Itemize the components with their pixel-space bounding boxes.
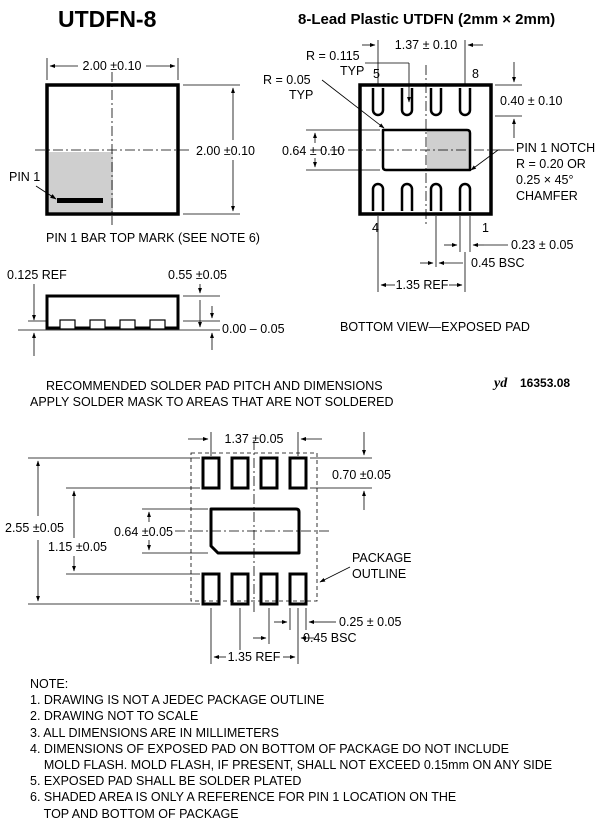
note-item: 4. DIMENSIONS OF EXPOSED PAD ON BOTTOM O… — [30, 741, 510, 756]
solder-heading-1: RECOMMENDED SOLDER PAD PITCH AND DIMENSI… — [46, 379, 383, 393]
bottom-notch-label-1: PIN 1 NOTCH — [516, 141, 595, 155]
bottom-ref-dim: 1.35 REF — [396, 278, 449, 292]
drawing-id-prefix: yd — [492, 376, 508, 391]
bottom-r-corner-2-typ: TYP — [289, 88, 313, 102]
bottom-bsc-dim: 0.45 BSC — [471, 256, 525, 270]
bottom-lead-width-dim: 0.23 ± 0.05 — [511, 238, 574, 252]
solder-outline-label-1: PACKAGE — [352, 551, 412, 565]
solder-bsc-dim: 0.45 BSC — [303, 631, 357, 645]
solder-exposed-pad — [209, 507, 301, 555]
bottom-r-corner-1: R = 0.115 — [306, 49, 360, 63]
bottom-pin5-label: 5 — [373, 67, 380, 81]
note-item: MOLD FLASH. MOLD FLASH, IF PRESENT, SHAL… — [30, 758, 553, 773]
solder-pad-width-dim: 0.25 ± 0.05 — [339, 615, 402, 629]
note-item: 5. EXPOSED PAD SHALL BE SOLDER PLATED — [30, 774, 302, 789]
solder-outline-label-2: OUTLINE — [352, 567, 406, 581]
solder-pitch-span-dim: 1.37 ±0.05 — [225, 432, 284, 446]
bottom-r-corner-1-typ: TYP — [340, 64, 364, 78]
solder-ref-dim: 1.35 REF — [228, 650, 281, 664]
top-view: PIN 1 2.00 ±0.10 2.00 ±0.10 PIN 1 BAR TO… — [9, 58, 260, 245]
bottom-view-caption: BOTTOM VIEW—EXPOSED PAD — [340, 320, 530, 334]
note-item: 2. DRAWING NOT TO SCALE — [30, 709, 199, 724]
note-item: 1. DRAWING IS NOT A JEDEC PACKAGE OUTLIN… — [30, 693, 325, 708]
top-width-dim: 2.00 ±0.10 — [83, 59, 142, 73]
side-ref-dim: 0.125 REF — [7, 268, 67, 282]
note-item: 6. SHADED AREA IS ONLY A REFERENCE FOR P… — [30, 790, 457, 805]
bottom-pad-height-dim: 0.64 ± 0.10 — [282, 144, 345, 158]
bottom-view: 1.37 ± 0.10 R = 0.115 TYP 5 8 R = 0.05 T… — [263, 38, 595, 334]
page-subtitle: 8-Lead Plastic UTDFN (2mm × 2mm) — [298, 11, 555, 28]
top-height-dim: 2.00 ±0.10 — [196, 144, 255, 158]
page-title: UTDFN-8 — [58, 6, 157, 32]
bottom-r-corner-2: R = 0.05 — [263, 73, 311, 87]
pin1-bar-mark — [57, 198, 103, 203]
bottom-pin8-label: 8 — [472, 67, 479, 81]
bottom-pitch-span-dim: 1.37 ± 0.10 — [395, 38, 458, 52]
side-height-dim: 0.55 ±0.05 — [168, 268, 227, 282]
solder-pad-length-dim: 0.70 ±0.05 — [332, 468, 391, 482]
bottom-pin1-label: 1 — [482, 221, 489, 235]
bottom-lead-length-dim: 0.40 ± 0.10 — [500, 94, 563, 108]
notes-heading: NOTE: — [30, 677, 69, 691]
note-item: TOP AND BOTTOM OF PACKAGE — [30, 806, 239, 821]
notes-section: NOTE: 1. DRAWING IS NOT A JEDEC PACKAGE … — [30, 676, 590, 822]
solder-inner-dim: 1.15 ±0.05 — [48, 540, 107, 554]
note-item: 3. ALL DIMENSIONS ARE IN MILLIMETERS — [30, 725, 279, 740]
solder-overall-dim: 2.55 ±0.05 — [5, 521, 64, 535]
drawing-id: 16353.08 — [520, 376, 570, 390]
solder-heading-2: APPLY SOLDER MASK TO AREAS THAT ARE NOT … — [30, 395, 394, 409]
top-view-caption: PIN 1 BAR TOP MARK (SEE NOTE 6) — [46, 231, 260, 245]
solder-pad-layout: RECOMMENDED SOLDER PAD PITCH AND DIMENSI… — [5, 376, 570, 664]
solder-pad-height-dim: 0.64 ±0.05 — [114, 525, 173, 539]
bottom-notch-label-3: 0.25 × 45° — [516, 173, 573, 187]
side-standoff-dim: 0.00 – 0.05 — [222, 322, 285, 336]
bottom-notch-label-2: R = 0.20 OR — [516, 157, 586, 171]
exposed-pad — [381, 128, 472, 172]
top-pin1-label: PIN 1 — [9, 170, 40, 184]
bottom-pin4-label: 4 — [372, 221, 379, 235]
bottom-notch-label-4: CHAMFER — [516, 189, 578, 203]
side-view: 0.125 REF 0.55 ±0.05 0.00 – 0.05 — [7, 268, 285, 356]
